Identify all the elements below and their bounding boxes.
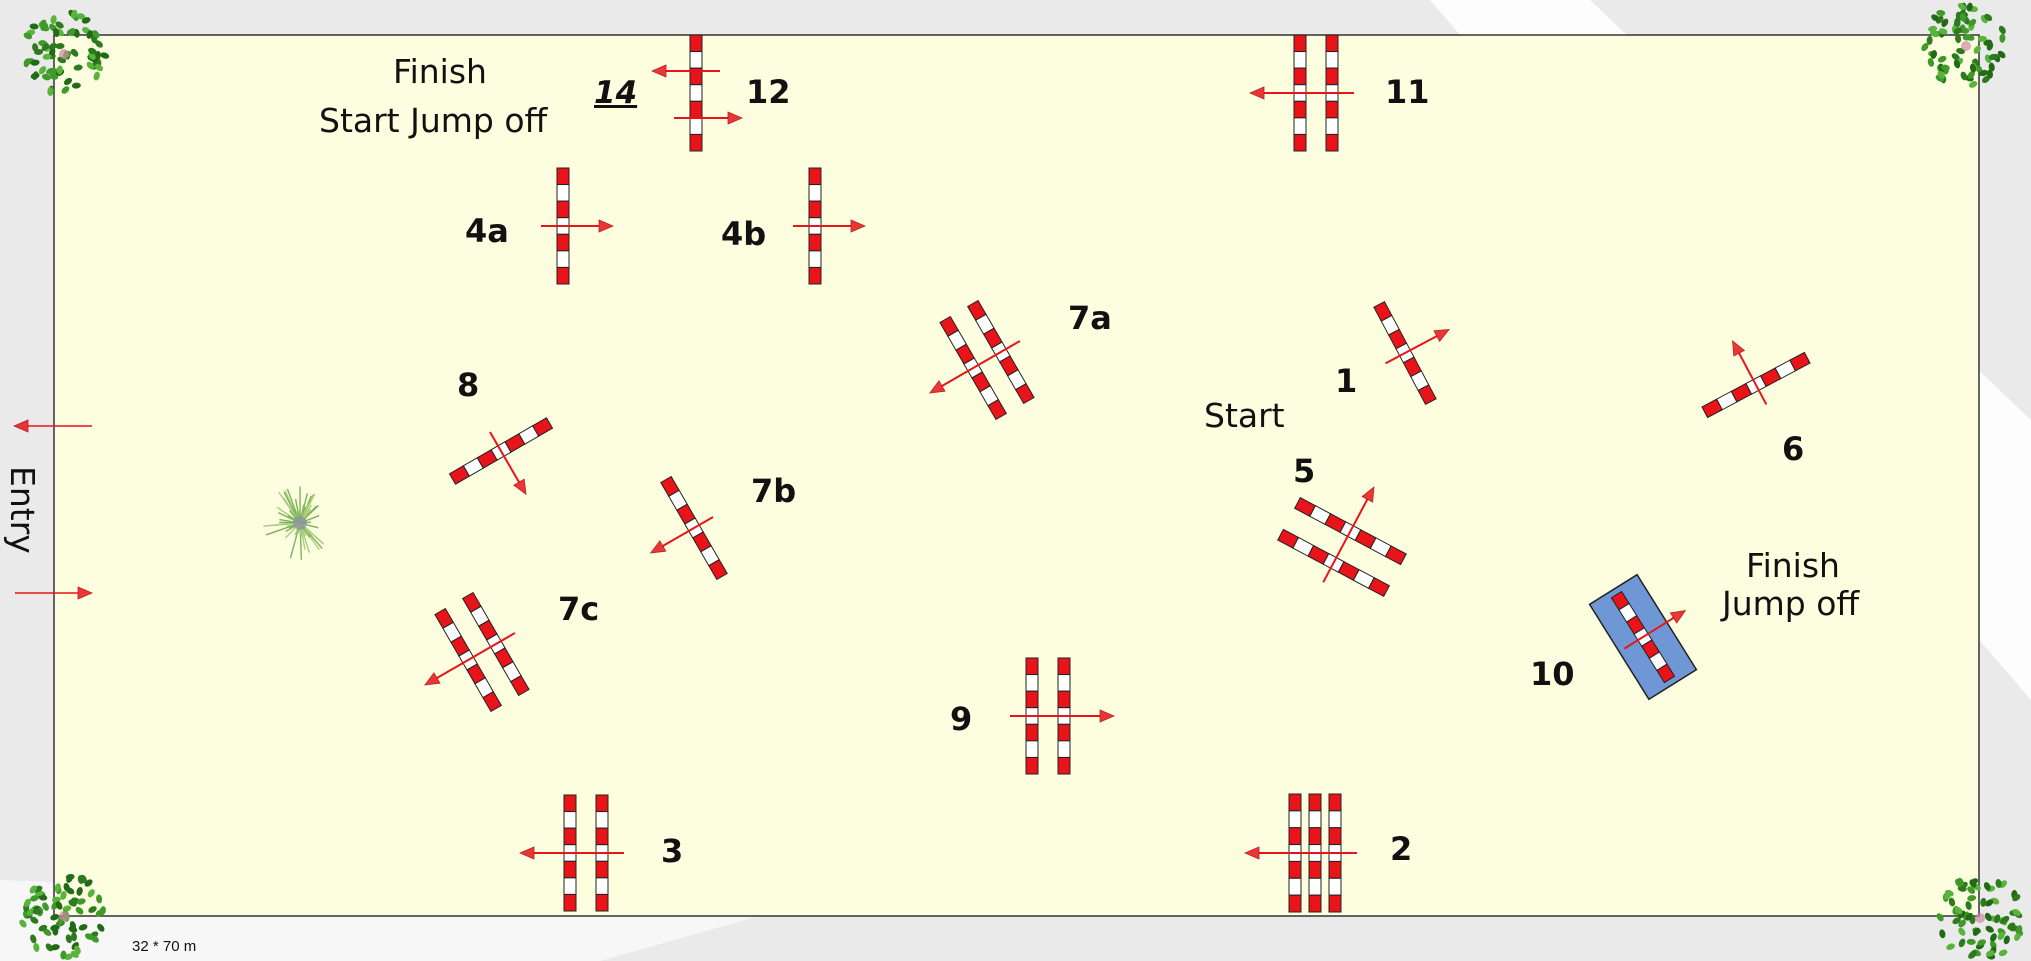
obstacle-1 [1373, 300, 1451, 406]
obstacle-3 [518, 794, 624, 912]
obstacle-2 [1243, 793, 1357, 913]
obstacle-4a [541, 167, 615, 285]
obstacle-7b [649, 475, 728, 581]
arena-field [53, 34, 1980, 917]
obstacle-7a [928, 299, 1035, 421]
entry-exit-arrow [12, 419, 92, 433]
entry-in-arrow [15, 586, 94, 600]
tree-icon [1921, 2, 2006, 88]
obstacle-11 [1248, 34, 1354, 152]
obstacle-9 [1010, 657, 1116, 775]
obstacle-5 [1277, 486, 1407, 598]
obstacle-7c [423, 591, 530, 713]
tree-icon [19, 873, 106, 960]
obstacle-4b [793, 167, 867, 285]
obstacle-8 [448, 417, 554, 496]
plant-icon [263, 486, 325, 560]
tree-icon [1936, 877, 2024, 960]
tree-icon [23, 9, 110, 97]
obstacle-12 [650, 34, 744, 152]
obstacle-10 [1588, 573, 1698, 701]
obstacle-6 [1701, 339, 1811, 419]
